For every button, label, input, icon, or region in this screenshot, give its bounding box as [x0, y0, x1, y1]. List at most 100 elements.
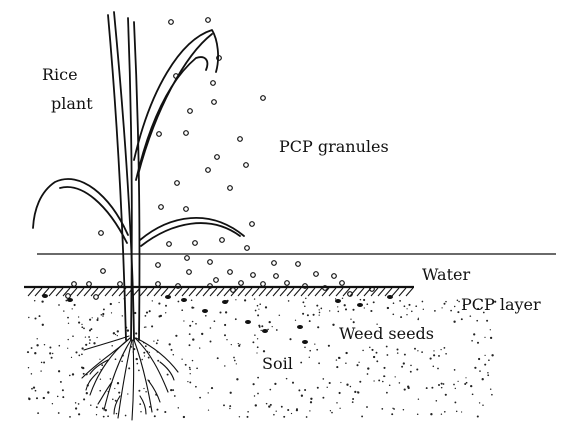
soil-speck [309, 410, 310, 411]
pcp-granule [296, 262, 301, 267]
hatch-stroke [399, 288, 406, 296]
soil-speck [352, 309, 354, 311]
soil-speck [408, 304, 410, 306]
soil-speck [393, 302, 395, 304]
soil-speck [335, 298, 336, 299]
soil-speck [110, 378, 112, 380]
soil-speck [322, 378, 324, 380]
soil-speck [145, 345, 147, 347]
soil-speck [421, 351, 423, 353]
soil-speck [396, 348, 398, 350]
soil-speck [288, 300, 290, 302]
soil-speck [316, 349, 318, 351]
soil-speck [426, 387, 428, 389]
hatch-stroke [252, 288, 259, 296]
hatch-stroke [161, 288, 168, 296]
hatch-stroke [49, 288, 56, 296]
soil-speck [138, 390, 140, 392]
pcp-layer-hatching [28, 288, 413, 296]
soil-speck [214, 320, 216, 322]
hatch-stroke [308, 288, 315, 296]
soil-speck [125, 415, 127, 417]
soil-speck [386, 346, 388, 348]
soil-speck [319, 314, 320, 315]
pcp-granule [157, 132, 162, 137]
soil-speck [331, 412, 333, 414]
soil-speck [189, 344, 191, 346]
soil-speck [90, 404, 91, 405]
soil-speck [174, 395, 176, 397]
weed-seed [42, 294, 48, 298]
hatch-stroke [406, 288, 413, 296]
soil-speck [156, 342, 158, 344]
soil-speck [414, 348, 416, 350]
soil-speck [148, 357, 150, 359]
soil-speck [236, 378, 238, 380]
soil-speck [310, 401, 312, 403]
soil-speck [454, 369, 456, 371]
soil-speck [397, 352, 398, 353]
soil-speck [317, 326, 319, 328]
soil-speck [474, 367, 476, 369]
soil-speck [291, 413, 292, 414]
soil-speck [399, 300, 401, 302]
hatch-stroke [196, 288, 203, 296]
soil-speck [309, 350, 311, 352]
pcp-granule [185, 256, 190, 261]
soil-speck [60, 381, 62, 383]
soil-speck [360, 299, 362, 301]
soil-speck [490, 329, 491, 330]
soil-speck [210, 327, 212, 329]
soil-speck [85, 336, 86, 337]
soil-speck [454, 401, 456, 403]
hatch-stroke [70, 288, 77, 296]
soil-speck [121, 361, 123, 363]
soil-speck [195, 386, 197, 388]
soil-speck [169, 343, 171, 345]
soil-speck [276, 411, 277, 412]
soil-speck [270, 404, 272, 406]
rice-leaf [138, 34, 212, 175]
soil-speck [37, 412, 39, 414]
soil-speck [260, 330, 261, 331]
soil-speck [367, 367, 369, 369]
soil-speck [146, 312, 148, 314]
soil-speck [378, 379, 380, 381]
soil-speck [407, 386, 409, 388]
soil-speck [403, 362, 405, 364]
pcp-granule [206, 168, 211, 173]
soil-speck [418, 399, 419, 400]
soil-speck [47, 391, 49, 393]
soil-speck [37, 338, 38, 339]
soil-speck [224, 324, 226, 326]
soil-speck [81, 324, 82, 325]
soil-speck [157, 360, 159, 362]
soil-speck [112, 399, 114, 401]
soil-speck [196, 367, 198, 369]
soil-speck [154, 415, 156, 417]
weed-seed [202, 309, 208, 313]
pcp-granule [94, 295, 99, 300]
soil-speck [158, 303, 160, 305]
soil-speck [417, 350, 418, 351]
soil-speck [389, 385, 391, 387]
pcp-granule [66, 294, 71, 299]
soil-speck [327, 387, 328, 388]
soil-speck [464, 383, 466, 385]
soil-speck [458, 301, 460, 303]
soil-speck [101, 314, 103, 316]
soil-speck [173, 354, 174, 355]
soil-speck [356, 364, 358, 366]
soil-speck [175, 335, 177, 337]
soil-speck [257, 377, 259, 379]
soil-speck [434, 310, 436, 312]
soil-speck [178, 407, 179, 408]
soil-speck [319, 312, 321, 314]
hatch-stroke [329, 288, 336, 296]
soil-speck [491, 354, 493, 356]
soil-speck [337, 306, 338, 307]
soil-speck [302, 301, 304, 303]
soil-speck [457, 300, 459, 302]
soil-speck [99, 390, 101, 392]
soil-speck [74, 304, 76, 306]
